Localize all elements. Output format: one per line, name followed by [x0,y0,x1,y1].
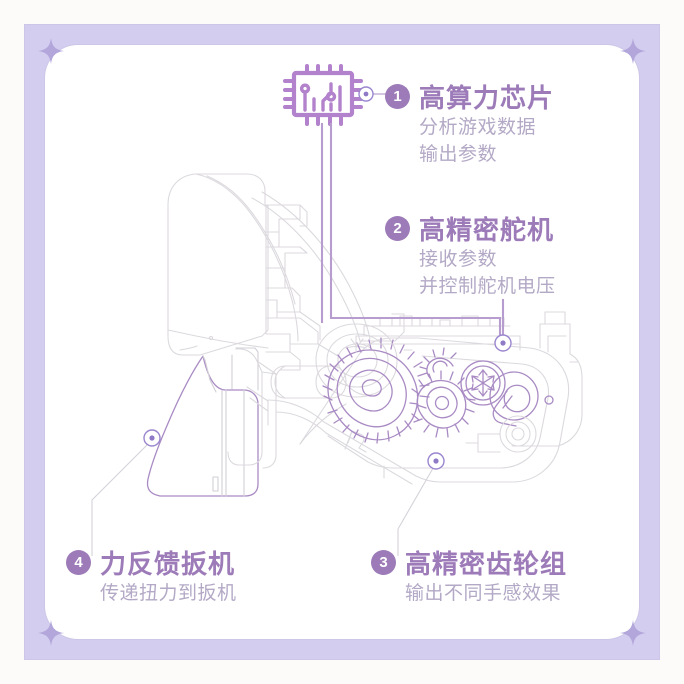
node-marker-4 [143,429,161,447]
trigger-paddle [146,347,259,497]
fin-stack [265,204,339,371]
sector-gear [419,347,457,379]
callout-3-line-1: 输出不同手感效果 [405,583,562,604]
callout-1: 1 高算力芯片 分析游戏数据 输出参数 [385,78,554,169]
trigger-inner-plate [227,348,277,469]
callout-2-badge: 2 [385,216,410,241]
callout-2-title: 高精密舵机 [419,215,555,245]
callout-1-line-2: 输出参数 [419,143,498,165]
grip-shell [167,173,299,356]
main-chassis [267,337,570,485]
node-marker-2 [494,334,512,352]
servo-block [465,311,583,453]
microchip-icon [283,64,363,126]
cam-lever [489,371,554,427]
callout-2: 2 高精密舵机 接收参数 并控制舵机电压 [385,210,556,301]
callout-2-head: 2 高精密舵机 [385,210,556,247]
callout-1-title: 高算力芯片 [419,83,555,113]
pinion-gear [409,370,476,438]
decorative-frame-inner [44,44,640,640]
callout-4-badge: 4 [66,550,91,575]
callout-3: 3 高精密齿轮组 输出不同手感效果 [371,544,567,608]
connector-lines [91,93,505,556]
main-gear [322,337,430,444]
starburst-disc [460,360,506,406]
callout-3-badge: 3 [371,550,396,575]
gear-cluster [322,337,554,444]
callout-2-line-2: 并控制舵机电压 [419,275,556,297]
callout-4-title: 力反馈扳机 [100,549,236,579]
node-marker-3 [427,452,445,470]
callout-4: 4 力反馈扳机 传递扭力到扳机 [66,544,237,608]
callout-2-line-1: 接收参数 [419,249,498,270]
callout-3-head: 3 高精密齿轮组 [371,544,567,581]
node-marker-1 [358,86,374,102]
node-markers [143,86,512,470]
callout-1-head: 1 高算力芯片 [385,78,554,115]
callout-1-badge: 1 [385,84,410,109]
callout-3-title: 高精密齿轮组 [405,549,568,579]
callout-4-head: 4 力反馈扳机 [66,544,237,581]
callout-4-line-1: 传递扭力到扳机 [100,583,237,604]
callout-1-line-1: 分析游戏数据 [419,117,537,138]
